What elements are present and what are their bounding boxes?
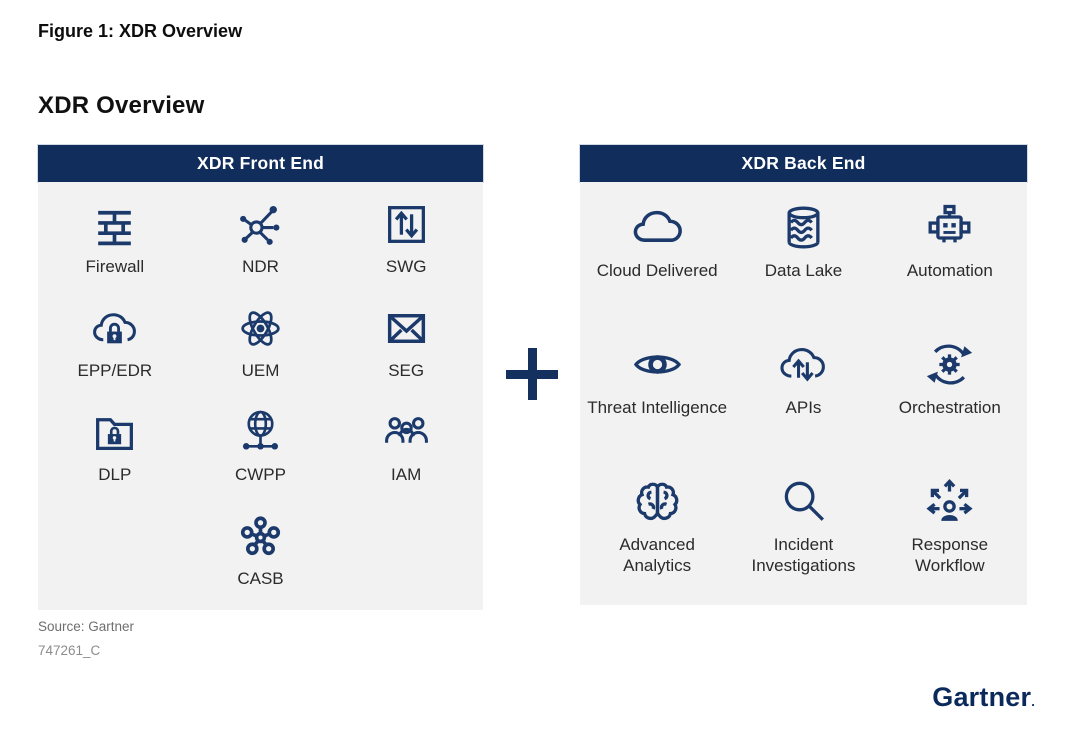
person-arrows-icon: [923, 472, 976, 530]
component-advanced-analytics: Advanced Analytics: [584, 466, 730, 603]
xdr-back-end-panel: XDR Back End Cloud Delivered Data Lake A…: [580, 145, 1027, 605]
capability-label: SEG: [388, 361, 425, 380]
logo-mark: .: [1031, 694, 1035, 709]
source-line: Source: Gartner: [38, 619, 135, 634]
atom-icon: [236, 300, 285, 356]
component-incident-investigations: Incident Investigations: [730, 466, 876, 603]
component-label: Threat Intelligence: [587, 398, 728, 417]
figure-title: Figure 1: XDR Overview: [38, 21, 243, 41]
globe-network-icon: [236, 404, 285, 460]
component-threat-intelligence: Threat Intelligence: [584, 329, 730, 466]
folder-lock-icon: [90, 404, 139, 460]
xdr-front-end-panel: XDR Front End Firewall NDR SWG EPP/EDR U…: [38, 145, 483, 610]
capability-label: IAM: [391, 465, 422, 484]
robot-icon: [923, 198, 976, 256]
box-arrows-icon: [382, 196, 431, 252]
document-id: 747261_C: [38, 643, 101, 658]
section-title: XDR Overview: [38, 92, 205, 119]
capability-label: UEM: [241, 361, 280, 380]
cloud-lock-icon: [90, 300, 139, 356]
capability-label: EPP/EDR: [77, 361, 153, 380]
capability-label: DLP: [98, 465, 132, 484]
capability-epp-edr: EPP/EDR: [42, 294, 188, 398]
component-apis: APIs: [730, 329, 876, 466]
cloud-arrows-icon: [777, 335, 830, 393]
component-cloud-delivered: Cloud Delivered: [584, 192, 730, 329]
plus-icon: [502, 344, 562, 404]
cloud-icon: [631, 198, 684, 256]
brain-icon: [631, 472, 684, 530]
component-label: Data Lake: [764, 261, 843, 280]
capability-cwpp: CWPP: [188, 398, 334, 502]
capability-swg: SWG: [333, 190, 479, 294]
component-label: APIs: [785, 398, 822, 417]
gear-cycle-icon: [923, 335, 976, 393]
back-end-grid: Cloud Delivered Data Lake Automation Thr…: [580, 182, 1027, 605]
component-response-workflow: Response Workflow: [877, 466, 1023, 603]
capability-label: CWPP: [234, 465, 286, 484]
component-label: Incident Investigations: [751, 535, 856, 575]
capability-casb: CASB: [188, 502, 334, 606]
gartner-logo-text: Gartner: [932, 682, 1032, 712]
component-data-lake: Data Lake: [730, 192, 876, 329]
capability-ndr: NDR: [188, 190, 334, 294]
envelope-icon: [382, 300, 431, 356]
component-label: Response Workflow: [911, 535, 989, 575]
network-hub-icon: [236, 196, 285, 252]
capability-label: SWG: [385, 257, 427, 276]
capability-label: Firewall: [85, 257, 145, 276]
capability-dlp: DLP: [42, 398, 188, 502]
capability-iam: IAM: [333, 398, 479, 502]
eye-icon: [631, 335, 684, 393]
capability-seg: SEG: [333, 294, 479, 398]
component-label: Automation: [906, 261, 993, 280]
magnifier-icon: [777, 472, 830, 530]
capability-uem: UEM: [188, 294, 334, 398]
capability-label: NDR: [242, 257, 279, 276]
people-group-icon: [382, 404, 431, 460]
component-label: Advanced Analytics: [619, 535, 695, 575]
capability-firewall: Firewall: [42, 190, 188, 294]
nodes-cluster-icon: [236, 508, 285, 564]
component-label: Cloud Delivered: [596, 261, 718, 280]
component-automation: Automation: [877, 192, 1023, 329]
front-end-header: XDR Front End: [38, 145, 483, 182]
capability-label: CASB: [237, 569, 284, 588]
front-end-grid: Firewall NDR SWG EPP/EDR UEM SEG: [38, 182, 483, 610]
component-label: Orchestration: [898, 398, 1001, 417]
back-end-header: XDR Back End: [580, 145, 1027, 182]
component-orchestration: Orchestration: [877, 329, 1023, 466]
firewall-icon: [90, 196, 139, 252]
source-block: Source: Gartner 747261_C: [38, 615, 134, 663]
database-waves-icon: [777, 198, 830, 256]
gartner-logo: Gartner.: [932, 682, 1035, 713]
